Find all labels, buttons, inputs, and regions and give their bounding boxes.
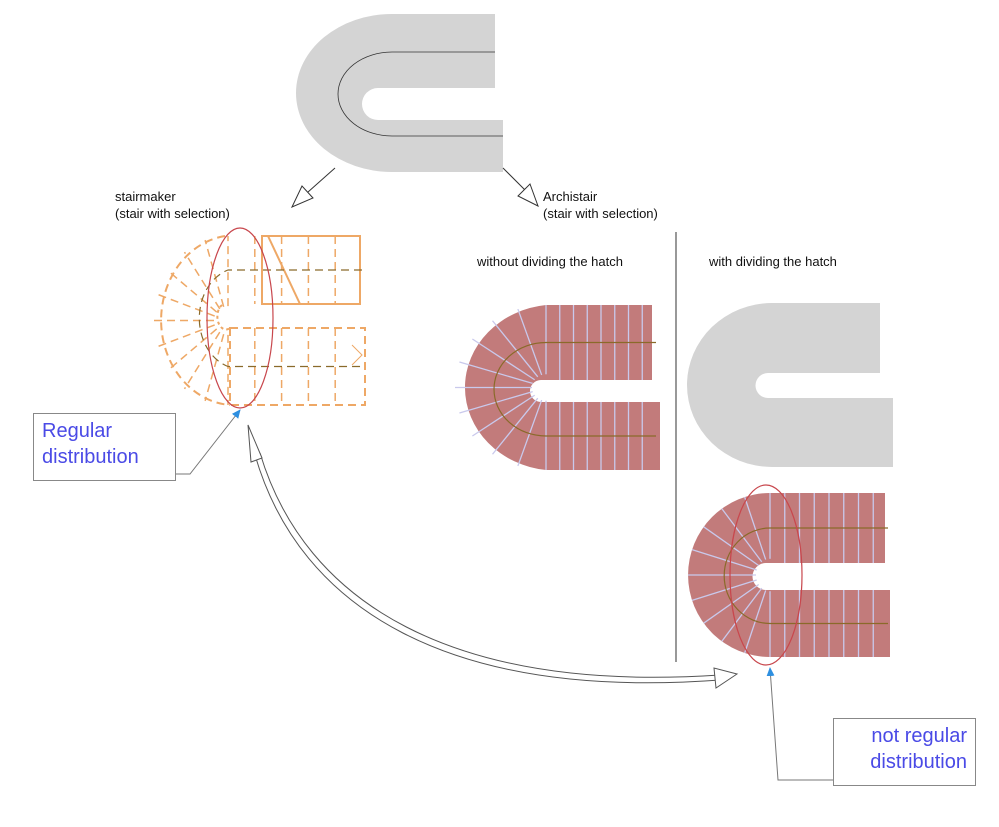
callout-regular-line1: Regular <box>42 420 113 442</box>
tread-line <box>492 397 539 455</box>
tread-line <box>459 361 533 385</box>
leader-regular <box>175 409 241 475</box>
with-dividing-label: with dividing the hatch <box>709 254 837 269</box>
divided-hatch-outline <box>687 303 893 467</box>
walking-line <box>493 341 656 437</box>
tread-line <box>517 399 543 467</box>
source-u-shape <box>296 14 503 172</box>
stairmaker-subtitle: (stair with selection) <box>115 206 230 221</box>
tread-line <box>204 333 225 402</box>
archistair-stair-undivided <box>455 305 660 470</box>
tread-line <box>167 328 218 371</box>
arrow-to-stairmaker <box>290 167 336 208</box>
selection-ellipse-stairmaker <box>206 227 274 409</box>
tread-line <box>157 324 215 348</box>
tread-line <box>472 338 536 381</box>
tread-line <box>157 293 215 317</box>
tread-line <box>167 270 218 313</box>
tread-line <box>517 308 543 376</box>
tread-line <box>744 496 767 560</box>
tread-line <box>703 526 760 567</box>
tread-line <box>703 583 760 624</box>
walking-line <box>723 527 888 625</box>
archistair-stair-divided <box>688 493 890 657</box>
tread-line <box>691 549 757 571</box>
archistair-subtitle: (stair with selection) <box>543 206 658 221</box>
archistair-title: Archistair <box>543 189 598 204</box>
callout-regular-distribution: Regular distribution <box>33 413 176 481</box>
callout-not-regular-line2: distribution <box>870 751 967 773</box>
walking-line <box>198 269 362 368</box>
tread-line <box>204 239 225 308</box>
stairmaker-title: stairmaker <box>115 189 176 204</box>
without-dividing-label: without dividing the hatch <box>477 254 623 269</box>
tread-line <box>183 251 221 310</box>
tread-line <box>721 587 763 642</box>
callout-not-regular-distribution: not regular distribution <box>833 718 976 786</box>
tread-line <box>691 579 757 601</box>
stairmaker-stair-plan <box>154 235 366 406</box>
tread-line <box>492 320 539 378</box>
callout-not-regular-line1: not regular <box>871 725 967 747</box>
leader-not-regular <box>766 667 833 781</box>
selection-ellipse-archistair <box>729 484 803 666</box>
callout-regular-line2: distribution <box>42 446 139 468</box>
arrow-to-archistair <box>502 167 539 208</box>
tread-line <box>183 331 221 390</box>
comparison-curve-arrow <box>247 424 739 689</box>
tread-line <box>721 508 763 563</box>
